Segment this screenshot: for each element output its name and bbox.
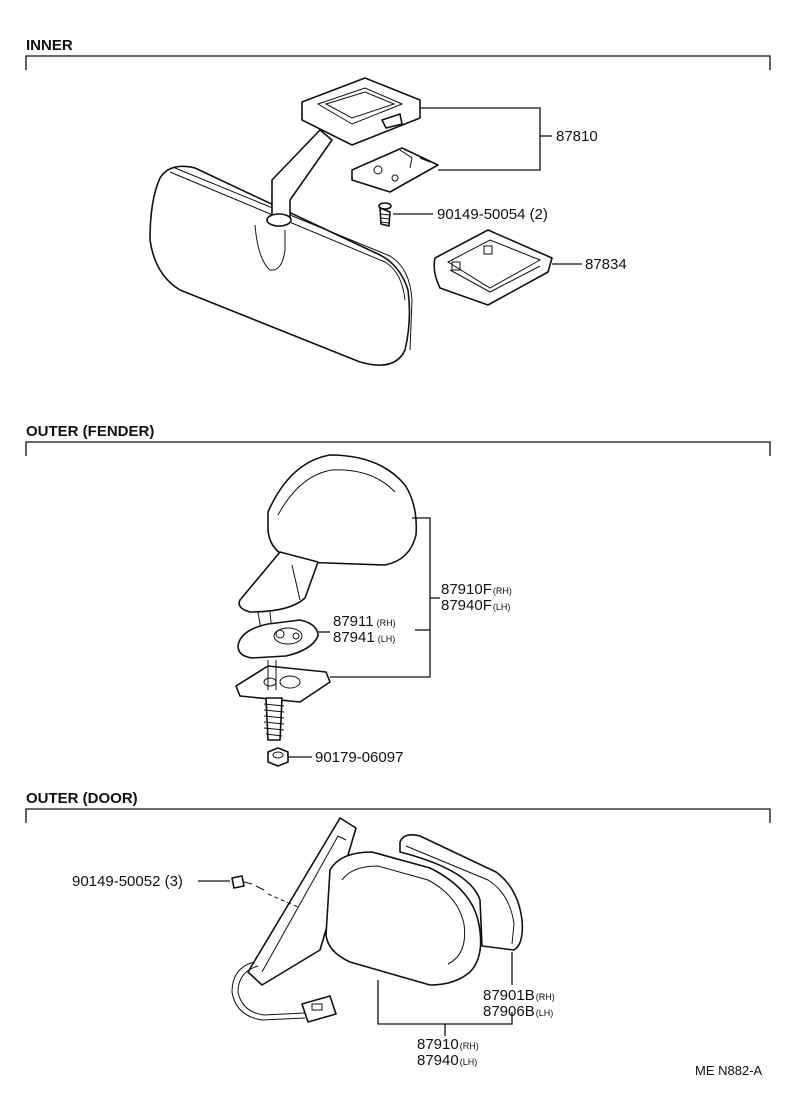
- callout-87911: 87911(RH): [333, 613, 396, 630]
- gasket-icon: [237, 619, 319, 659]
- mount-bracket-icon: [301, 77, 439, 193]
- callout-87941: 87941(LH): [333, 629, 395, 646]
- figure-code: ME N882-A: [695, 1063, 763, 1078]
- callout-87810: 87810: [556, 128, 598, 145]
- section-bracket-inner: [25, 55, 771, 70]
- section-title-door: OUTER (DOOR): [26, 790, 138, 807]
- door-mirror-icon: [231, 817, 524, 1023]
- callout-90149-50054: 90149-50054 (2): [437, 206, 548, 223]
- fender-mirror-icon: [238, 454, 418, 636]
- screw-icon: [378, 202, 392, 227]
- nut-icon: [267, 747, 289, 767]
- section-title-inner: INNER: [26, 37, 73, 54]
- callout-87910F: 87910F(RH): [441, 581, 512, 598]
- section-inner: INNER: [25, 37, 771, 366]
- section-bracket-fender: [25, 441, 771, 456]
- callout-87901B: 87901B(RH): [483, 987, 555, 1004]
- base-plate-icon: [235, 660, 331, 741]
- inner-mirror-icon: [149, 129, 413, 366]
- callout-90149-50052: 90149-50052 (3): [72, 873, 183, 890]
- leader-87810: [420, 107, 541, 171]
- section-door: OUTER (DOOR): [25, 790, 771, 1069]
- door-screw-icon: [231, 875, 301, 909]
- callout-87910: 87910(RH): [417, 1036, 479, 1053]
- section-bracket-door: [25, 808, 771, 823]
- callout-87834: 87834: [585, 256, 627, 273]
- callout-87906B: 87906B(LH): [483, 1003, 553, 1020]
- section-fender: OUTER (FENDER): [25, 423, 771, 767]
- callout-87940: 87940(LH): [417, 1052, 477, 1069]
- cover-icon: [433, 229, 553, 306]
- callout-87940F: 87940F(LH): [441, 597, 510, 614]
- section-title-fender: OUTER (FENDER): [26, 423, 154, 440]
- callout-90179-06097: 90179-06097: [315, 749, 403, 766]
